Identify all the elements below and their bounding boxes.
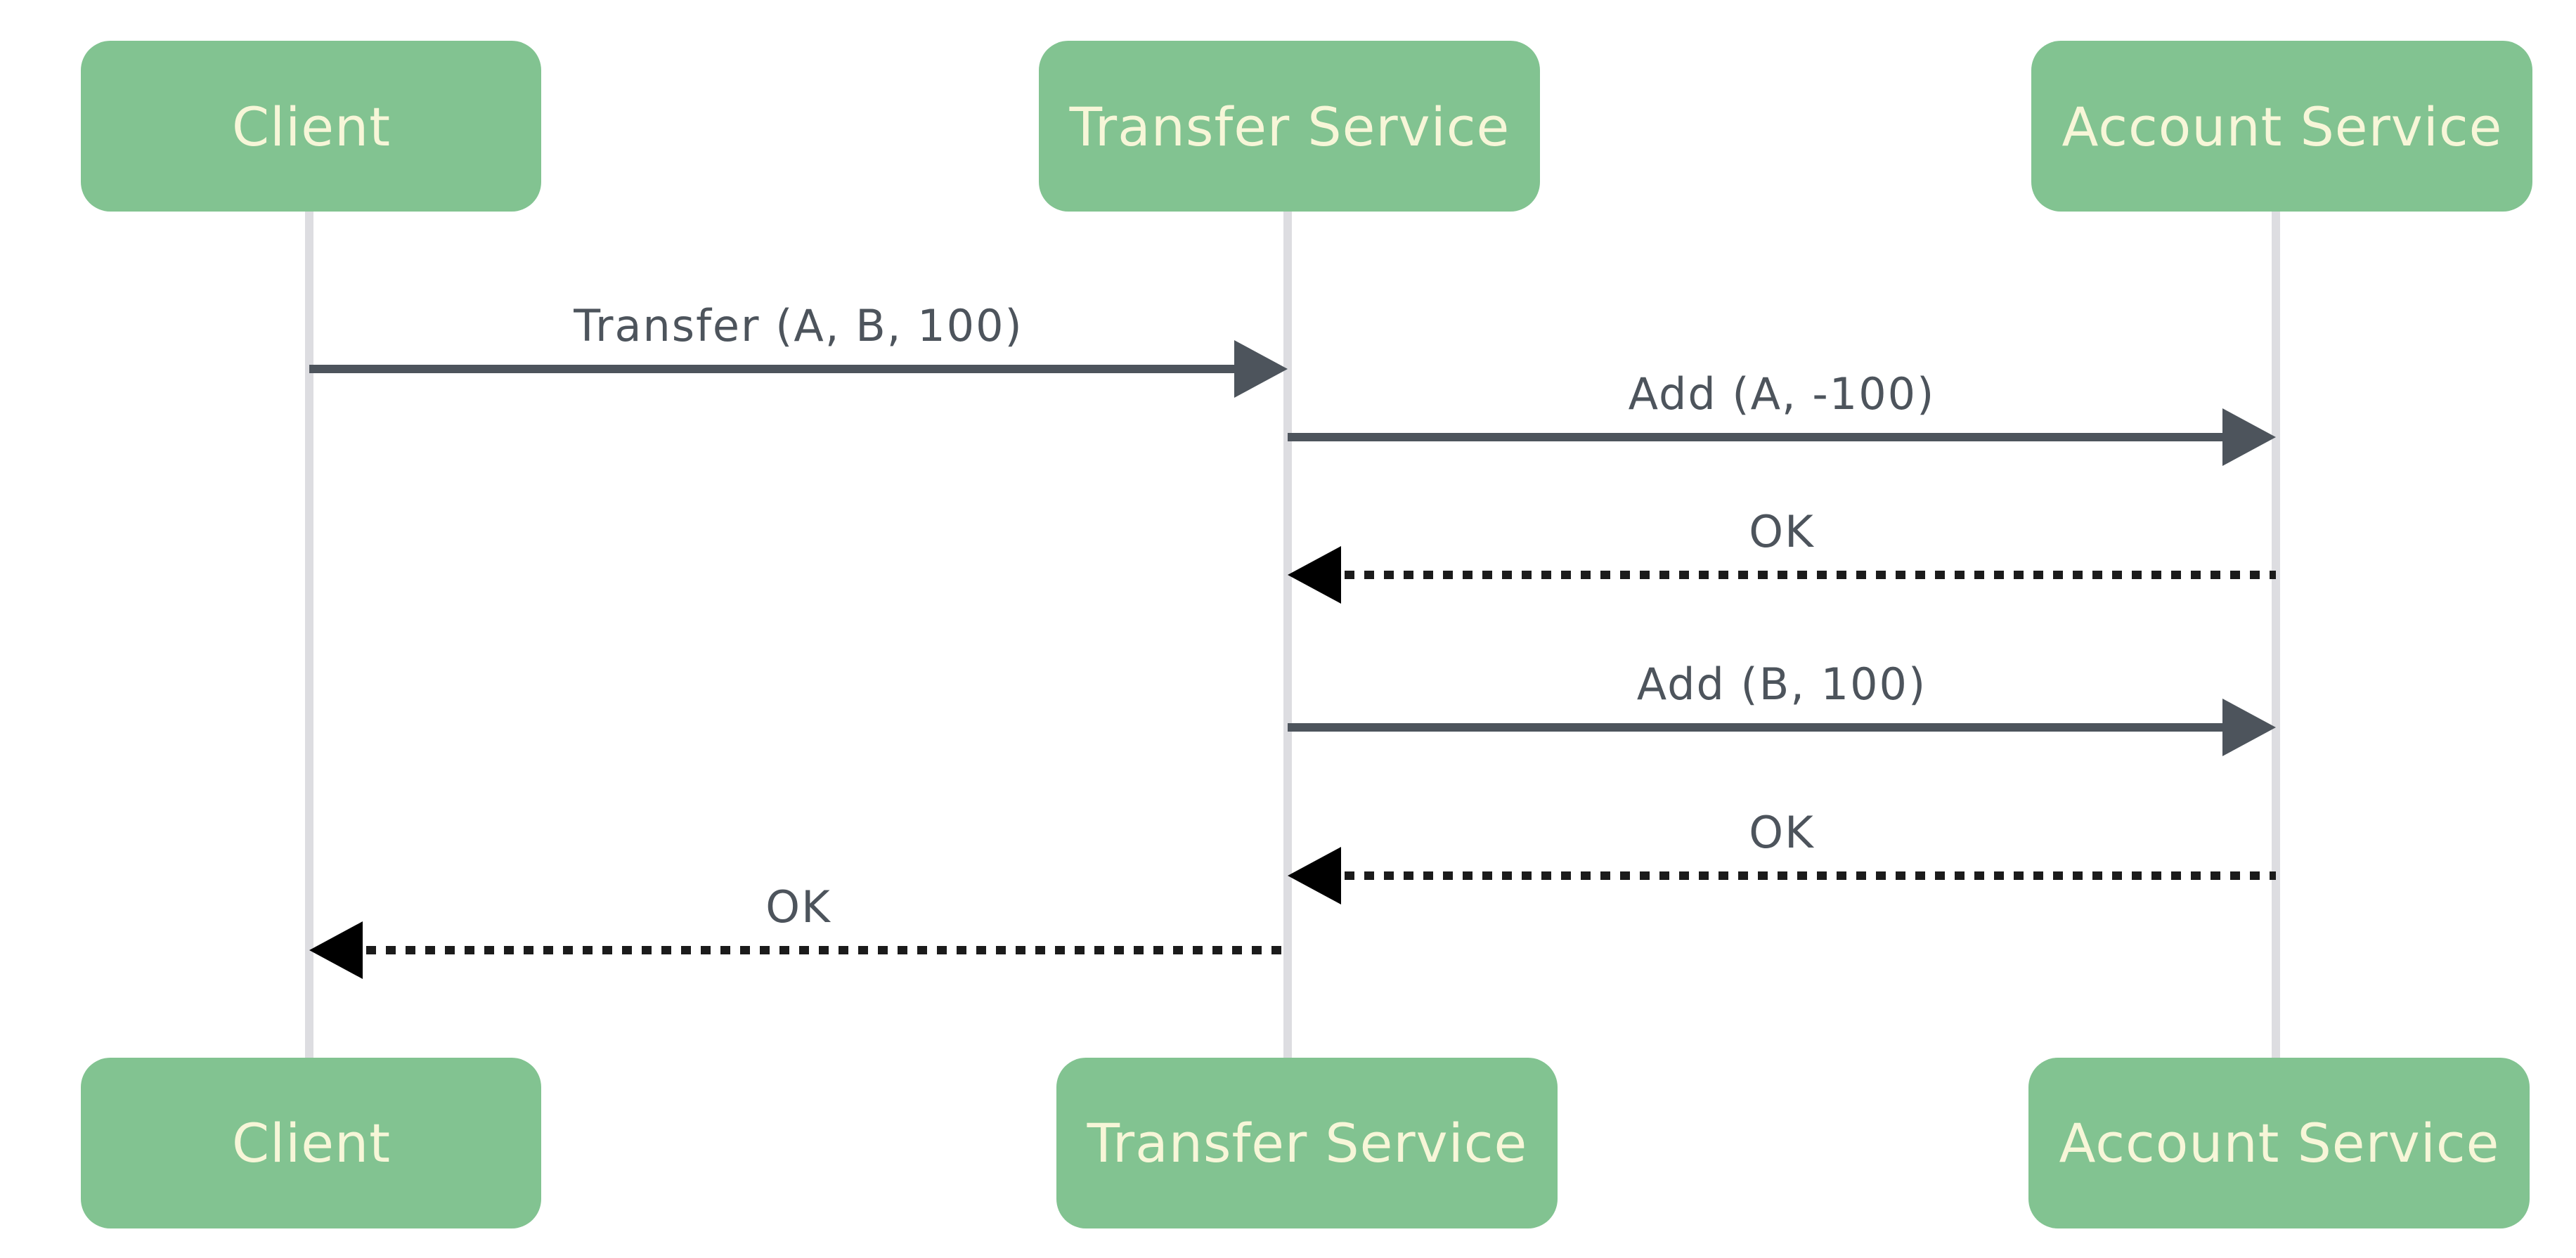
participant-top-account[interactable]: Account Service [2031, 41, 2532, 212]
message-label-transfer: Transfer (A, B, 100) [573, 300, 1023, 351]
participant-box-transfer-bottom[interactable] [1056, 1058, 1558, 1228]
messages-group: Transfer (A, B, 100) Add (A, -100) OK Ad… [309, 300, 2276, 979]
arrowhead-right-2 [2222, 408, 2276, 466]
participant-label-transfer-top: Transfer Service [1069, 96, 1510, 158]
participant-bottom-account[interactable]: Account Service [2028, 1058, 2530, 1228]
participant-box-client-bottom[interactable] [81, 1058, 541, 1228]
participant-top-client[interactable]: Client [81, 41, 541, 212]
participant-label-client-bottom: Client [232, 1112, 391, 1174]
participant-label-account-top: Account Service [2062, 96, 2503, 158]
message-label-ok-3: OK [765, 881, 831, 933]
message-6[interactable]: OK [309, 881, 1288, 979]
participant-bottom-client[interactable]: Client [81, 1058, 541, 1228]
participant-top-transfer[interactable]: Transfer Service [1039, 41, 1540, 212]
message-4[interactable]: Add (B, 100) [1288, 659, 2276, 756]
message-2[interactable]: Add (A, -100) [1288, 368, 2276, 466]
participant-box-transfer-top[interactable] [1039, 41, 1540, 212]
participants-bottom: Client Transfer Service Account Service [81, 1058, 2530, 1228]
message-1[interactable]: Transfer (A, B, 100) [309, 300, 1288, 398]
participant-box-account-top[interactable] [2031, 41, 2532, 212]
participants-top: Client Transfer Service Account Service [81, 41, 2532, 212]
message-5[interactable]: OK [1288, 807, 2276, 904]
lifelines-group [305, 207, 2280, 1203]
message-label-ok-2: OK [1749, 807, 1814, 858]
message-label-add-b: Add (B, 100) [1637, 659, 1927, 710]
message-label-ok-1: OK [1749, 506, 1814, 557]
message-3[interactable]: OK [1288, 506, 2276, 604]
arrowhead-right-1 [1234, 340, 1288, 398]
arrowhead-right-4 [2222, 699, 2276, 756]
message-label-add-a: Add (A, -100) [1629, 368, 1936, 420]
participant-label-client-top: Client [232, 96, 391, 158]
participant-bottom-transfer[interactable]: Transfer Service [1056, 1058, 1558, 1228]
arrowhead-left-5 [1288, 847, 1341, 904]
participant-label-transfer-bottom: Transfer Service [1087, 1112, 1528, 1174]
participant-box-client-top[interactable] [81, 41, 541, 212]
arrowhead-left-6 [309, 921, 363, 979]
participant-label-account-bottom: Account Service [2059, 1112, 2500, 1174]
arrowhead-left-3 [1288, 546, 1341, 604]
participant-box-account-bottom[interactable] [2028, 1058, 2530, 1228]
